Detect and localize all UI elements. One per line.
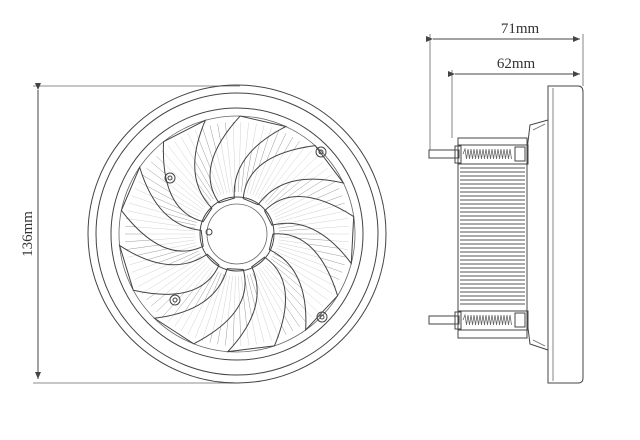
top-spring-clip (428, 144, 529, 165)
heatsink-body (457, 137, 528, 339)
shroud-detail (532, 123, 546, 347)
bottom-spring-clip (428, 310, 529, 331)
hub-dot-icon (205, 228, 213, 236)
hub-inner-ring (206, 203, 268, 265)
outer-rim (87, 84, 387, 384)
mounting-screws (164, 146, 328, 323)
screw-icon (316, 311, 328, 323)
heatsink-depth-label: 62mm (497, 56, 536, 72)
screw-icon (169, 294, 181, 306)
fan-hub (199, 196, 275, 272)
height-dimension: 136mm (20, 83, 240, 384)
total-depth-label: 71mm (501, 21, 540, 37)
screw-icon (172, 297, 178, 303)
fan-blades (118, 115, 355, 353)
screw-shaft-bottom (428, 315, 460, 325)
screw-icon (315, 146, 327, 158)
shroud-inner-edge (118, 115, 356, 353)
depth-dimensions: 71mm 62mm (426, 21, 584, 150)
fan-blade (242, 145, 345, 206)
fan-blade (209, 115, 288, 204)
fan-blade (226, 256, 286, 353)
fan-front-view (87, 84, 387, 384)
fan-frame-side (547, 85, 584, 384)
fan-blade (268, 233, 339, 332)
screw-icon (164, 172, 176, 184)
heatsink-fins-side (460, 167, 525, 305)
fan-blade (152, 268, 246, 345)
fan-blade (162, 119, 213, 223)
fan-blade (118, 244, 220, 295)
fan-blade (263, 196, 355, 265)
fan-shroud (110, 107, 364, 361)
height-label: 136mm (20, 211, 36, 257)
screw-icon (318, 149, 324, 155)
shroud-step (526, 119, 549, 351)
screw-icon (167, 175, 173, 181)
fan-blade (120, 165, 204, 252)
heatsink-side-view (428, 85, 584, 384)
screw-shaft-top (428, 149, 460, 159)
screw-icon (319, 314, 325, 320)
rim-inner-edge (95, 92, 379, 376)
